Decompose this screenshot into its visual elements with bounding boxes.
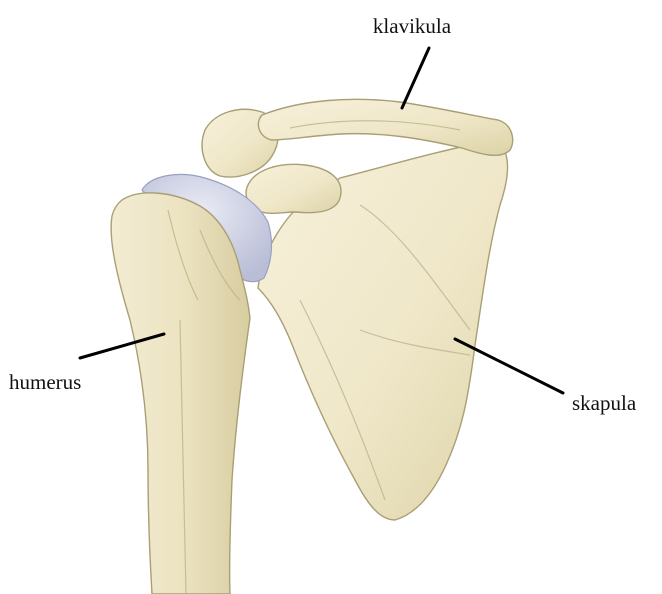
coracoid-process xyxy=(246,164,341,213)
scapula-label: skapula xyxy=(572,391,637,415)
clavicle-leader-line xyxy=(402,48,429,108)
humerus-bone xyxy=(111,193,250,594)
clavicle-label: klavikula xyxy=(373,14,452,38)
humerus-label: humerus xyxy=(9,370,81,394)
